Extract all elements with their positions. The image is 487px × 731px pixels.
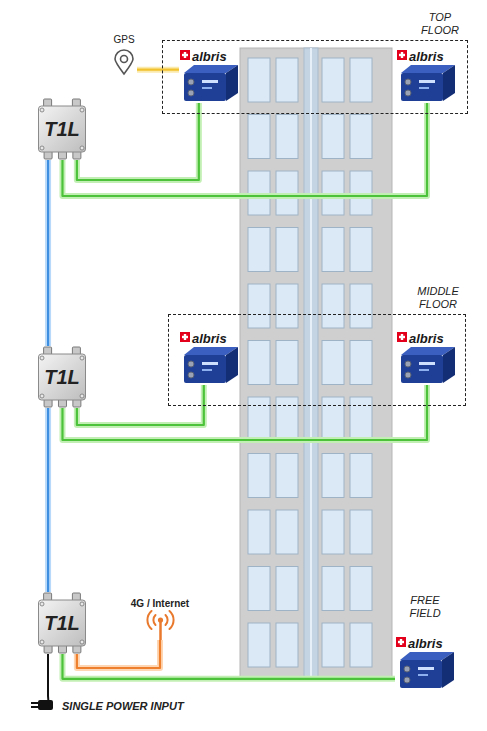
cable-glow	[77, 385, 204, 425]
brand-logo: albris	[396, 49, 444, 65]
device-label: T1L	[44, 612, 80, 634]
window	[322, 510, 344, 554]
cable-glow	[77, 640, 160, 668]
window	[276, 397, 298, 441]
cable-glow	[45, 160, 51, 346]
window	[350, 341, 372, 385]
cable-core	[77, 640, 160, 668]
building	[240, 48, 392, 680]
albris-sensor: albris	[395, 634, 457, 690]
window	[248, 115, 270, 159]
window	[350, 284, 372, 328]
gps-pin	[111, 48, 137, 76]
window	[248, 567, 270, 611]
power-plug	[31, 654, 53, 710]
window	[322, 58, 344, 102]
albris-sensor: albris	[396, 329, 458, 385]
cable-glow	[62, 103, 427, 196]
window	[350, 510, 372, 554]
window	[350, 454, 372, 498]
window	[248, 454, 270, 498]
cable	[77, 640, 160, 668]
window	[276, 567, 298, 611]
gps-antenna: GPS	[111, 34, 137, 76]
cable	[62, 385, 427, 440]
albris-sensor: albris	[179, 329, 241, 385]
device-label: T1L	[44, 366, 80, 388]
albris-sensor: albris	[396, 47, 458, 103]
window	[322, 623, 344, 667]
window	[276, 115, 298, 159]
device-label: 4G / Internet	[128, 598, 193, 610]
device-label: GPS	[111, 34, 137, 46]
window	[350, 228, 372, 272]
cable	[48, 408, 49, 592]
window	[276, 58, 298, 102]
window	[276, 623, 298, 667]
window	[322, 228, 344, 272]
cable-core	[137, 69, 179, 71]
window	[276, 284, 298, 328]
cable-glow	[62, 385, 427, 440]
floor-zone: TOP FLOORalbrisalbris	[162, 40, 468, 114]
cable-glow	[77, 103, 199, 180]
cable	[48, 160, 49, 346]
window	[248, 341, 270, 385]
window	[248, 284, 270, 328]
cable-core	[62, 385, 427, 440]
power-label: SINGLE POWER INPUT	[62, 700, 184, 713]
window	[248, 58, 270, 102]
cable	[137, 69, 179, 70]
window	[322, 397, 344, 441]
cable-glow	[62, 654, 395, 679]
device-label: T1L	[44, 118, 80, 140]
brand-logo: albris	[396, 331, 444, 347]
cable-glow	[137, 67, 179, 73]
window	[248, 397, 270, 441]
window	[248, 510, 270, 554]
window	[350, 115, 372, 159]
cable-glow	[45, 408, 51, 592]
window	[322, 284, 344, 328]
cable-core	[47, 160, 49, 346]
t1l-switch: T1L	[38, 98, 86, 160]
brand-logo: albris	[179, 49, 227, 65]
window	[248, 623, 270, 667]
zone-heading: MIDDLE FLOOR	[407, 285, 469, 311]
cable-core	[62, 103, 427, 196]
cable	[77, 385, 204, 425]
window	[322, 115, 344, 159]
window	[350, 58, 372, 102]
window	[248, 228, 270, 272]
t1l-switch: T1L	[38, 592, 86, 654]
cable-core	[47, 408, 49, 592]
window	[322, 454, 344, 498]
window	[350, 623, 372, 667]
window	[350, 567, 372, 611]
cable-core	[77, 103, 199, 180]
window	[276, 228, 298, 272]
window	[276, 341, 298, 385]
t1l-switch: T1L	[38, 346, 86, 408]
window	[322, 567, 344, 611]
brand-logo: albris	[395, 636, 443, 652]
cable	[77, 103, 199, 180]
window	[350, 397, 372, 441]
location-label: FREE FIELD	[395, 594, 455, 620]
brand-logo: albris	[179, 331, 227, 347]
antenna-icon	[128, 610, 193, 640]
window	[276, 510, 298, 554]
cable-core	[62, 654, 395, 679]
window	[322, 341, 344, 385]
albris-sensor: albris	[179, 47, 241, 103]
cable-core	[77, 385, 204, 425]
zone-heading: TOP FLOOR	[409, 11, 471, 37]
floor-zone: MIDDLE FLOORalbrisalbris	[168, 314, 466, 406]
cable	[62, 654, 395, 679]
cellular-antenna: 4G / Internet	[128, 598, 193, 640]
cable	[62, 103, 427, 196]
window	[276, 454, 298, 498]
